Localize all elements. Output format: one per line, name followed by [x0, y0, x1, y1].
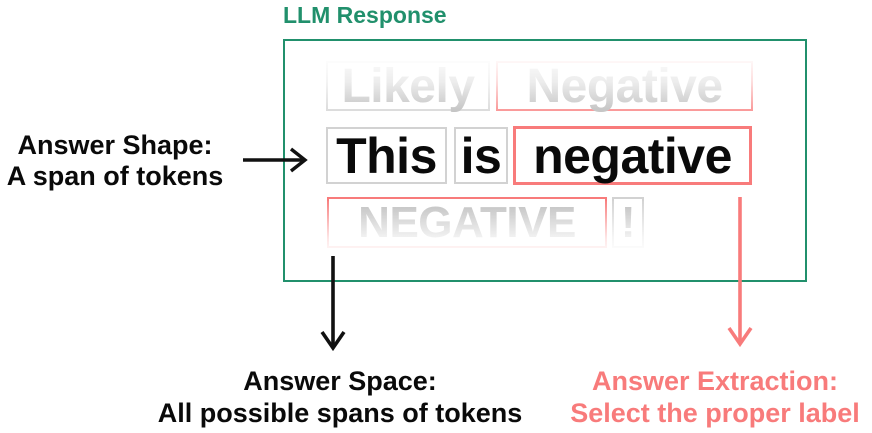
answer-space-line2: All possible spans of tokens — [157, 398, 523, 428]
token-negative-selected: negative — [513, 126, 752, 185]
token-is-label: is — [460, 127, 502, 184]
answer-shape-line2: A span of tokens — [6, 161, 224, 191]
token-negative-candidate: Negative — [496, 59, 753, 113]
token-likely-label: Likely — [341, 59, 475, 113]
answer-shape-line1: Answer Shape: — [17, 130, 213, 160]
answer-space-line1: Answer Space: — [243, 366, 437, 396]
answer-extraction-arrow-icon — [727, 197, 753, 348]
token-negative-caps: NEGATIVE — [327, 197, 607, 248]
token-negative-selected-label: negative — [533, 127, 732, 184]
answer-extraction-line2: Select the proper label — [570, 398, 860, 428]
token-exclamation-label: ! — [620, 197, 636, 247]
token-likely: Likely — [326, 59, 490, 113]
answer-space-annotation: Answer Space: All possible spans of toke… — [148, 365, 532, 429]
token-negative-caps-label: NEGATIVE — [358, 197, 576, 247]
token-this-label: This — [336, 127, 437, 184]
token-is: is — [454, 127, 508, 184]
answer-extraction-annotation: Answer Extraction: Select the proper lab… — [554, 365, 872, 429]
token-this: This — [326, 127, 447, 184]
token-exclamation: ! — [612, 197, 644, 248]
answer-shape-arrow-icon — [243, 147, 308, 173]
token-negative-candidate-label: Negative — [526, 59, 723, 113]
answer-space-arrow-icon — [320, 256, 346, 352]
answer-shape-annotation: Answer Shape: A span of tokens — [0, 130, 230, 192]
llm-response-title: LLM Response — [283, 2, 447, 28]
answer-extraction-line1: Answer Extraction: — [591, 366, 839, 396]
